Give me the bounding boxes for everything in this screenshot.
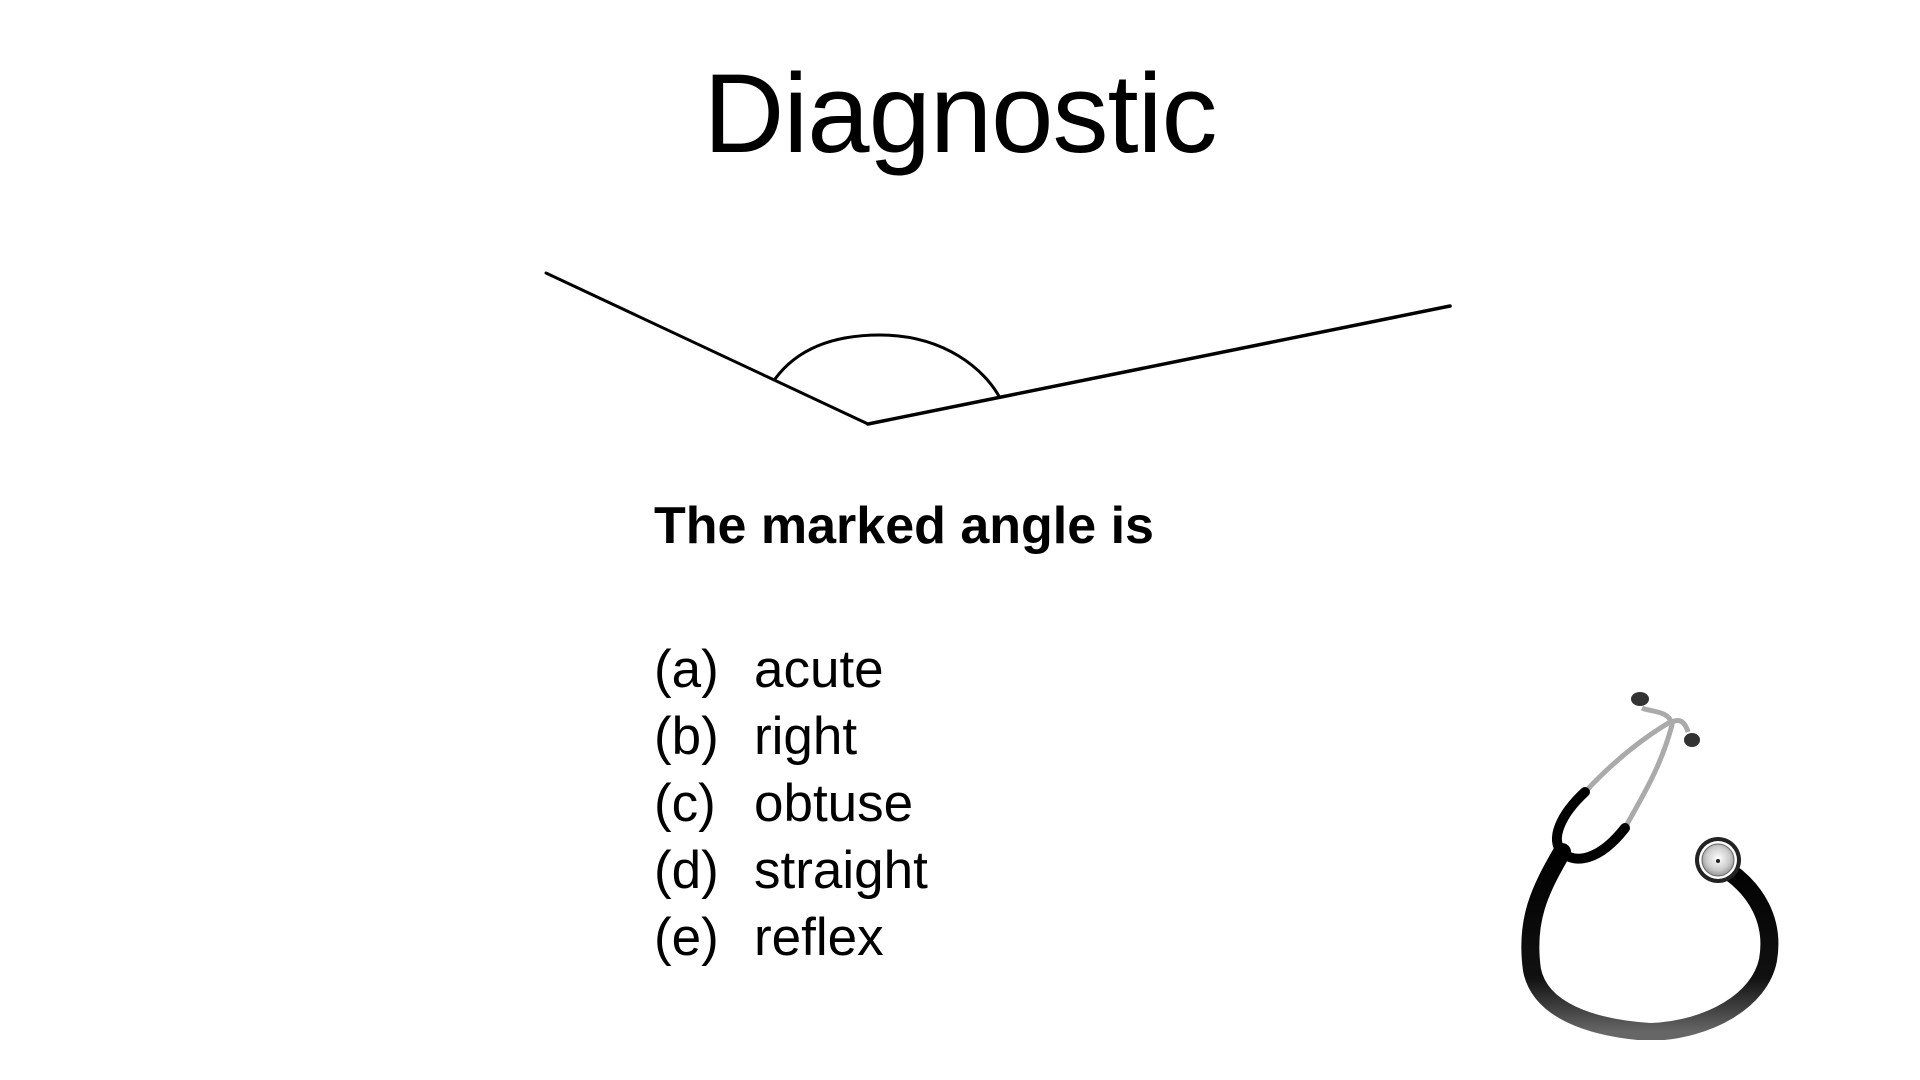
ray-right	[866, 304, 1452, 426]
option-letter: (c)	[654, 774, 716, 833]
option-label: right	[754, 707, 858, 766]
option-b: (b) right	[654, 703, 928, 770]
option-d: (d) straight	[654, 837, 928, 904]
question-prompt: The marked angle is	[654, 497, 1154, 555]
angle-rays	[544, 271, 1452, 426]
option-label: straight	[754, 841, 928, 900]
option-letter: (a)	[654, 640, 719, 699]
option-a: (a) acute	[654, 636, 928, 703]
option-letter: (d)	[654, 841, 719, 900]
option-letter: (b)	[654, 707, 719, 766]
option-label: obtuse	[754, 774, 914, 833]
angle-arc-marker	[773, 333, 1002, 399]
stethoscope-icon	[1521, 692, 1779, 1040]
slide-title: Diagnostic	[703, 51, 1218, 176]
ray-left	[544, 271, 870, 426]
option-letter: (e)	[654, 908, 719, 967]
answer-options: (a) acute (b) right (c) obtuse (d) strai…	[654, 636, 928, 971]
option-e: (e) reflex	[654, 904, 928, 971]
option-label: acute	[754, 640, 884, 699]
option-c: (c) obtuse	[654, 770, 928, 837]
option-label: reflex	[754, 908, 884, 967]
